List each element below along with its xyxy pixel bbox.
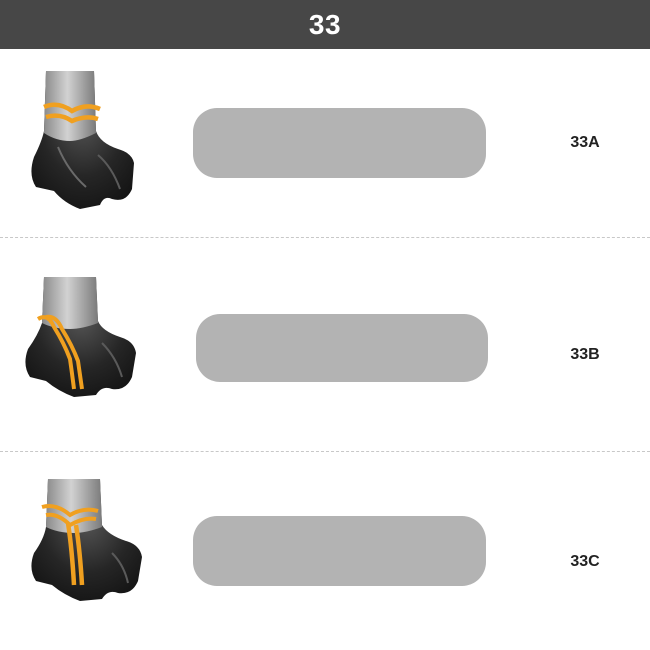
classification-code-label: 33B [570,346,600,363]
classification-code-label: 33A [570,134,600,151]
header-bar: 33 [0,0,650,49]
distal-femur-extraarticular-fracture-icon [31,71,134,209]
distal-femur-complete-articular-fracture-icon [31,479,142,601]
fracture-row-33b: 33B [0,237,650,451]
row-divider [0,237,650,238]
fracture-row-33c: 33C [0,451,650,650]
fracture-row-33a: 33A [0,49,650,237]
row-divider [0,451,650,452]
classification-code-label: 33C [570,553,600,570]
answer-placeholder-bar [196,314,488,382]
header-title: 33 [308,8,342,40]
answer-placeholder-bar [193,108,486,178]
answer-placeholder-bar [193,516,486,586]
distal-femur-partial-articular-fracture-icon [25,277,136,397]
